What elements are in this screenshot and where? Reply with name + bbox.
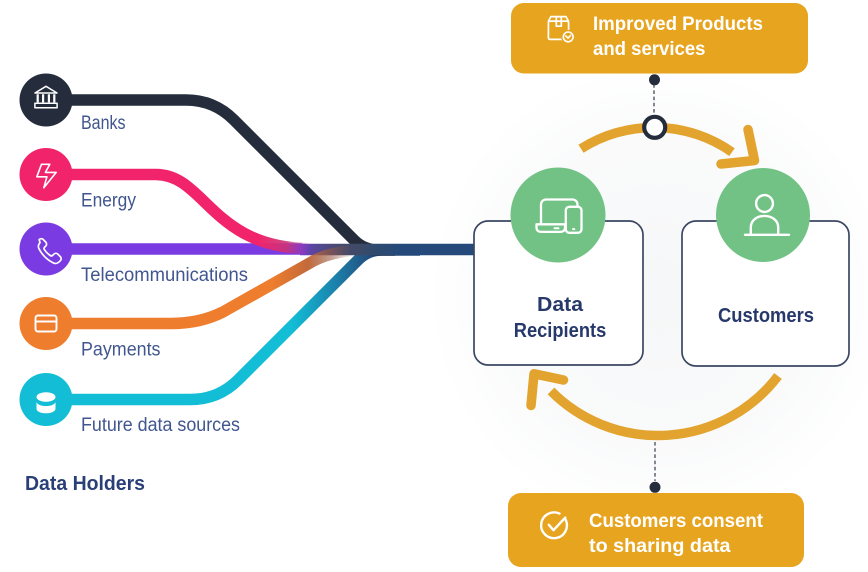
svg-text:Energy: Energy: [81, 191, 136, 212]
svg-text:Customers: Customers: [718, 304, 814, 327]
svg-text:to sharing data: to sharing data: [589, 536, 731, 557]
svg-text:Telecommunications: Telecommunications: [81, 265, 248, 286]
svg-text:and services: and services: [593, 39, 706, 60]
svg-text:Data: Data: [537, 293, 584, 316]
svg-text:Banks: Banks: [81, 113, 126, 134]
svg-text:Improved Products: Improved Products: [593, 14, 763, 35]
svg-text:Future data sources: Future data sources: [81, 415, 240, 436]
svg-text:Recipients: Recipients: [514, 319, 607, 342]
svg-text:Customers consent: Customers consent: [589, 511, 764, 532]
svg-text:Data Holders: Data Holders: [25, 473, 145, 495]
svg-text:Payments: Payments: [81, 340, 161, 361]
